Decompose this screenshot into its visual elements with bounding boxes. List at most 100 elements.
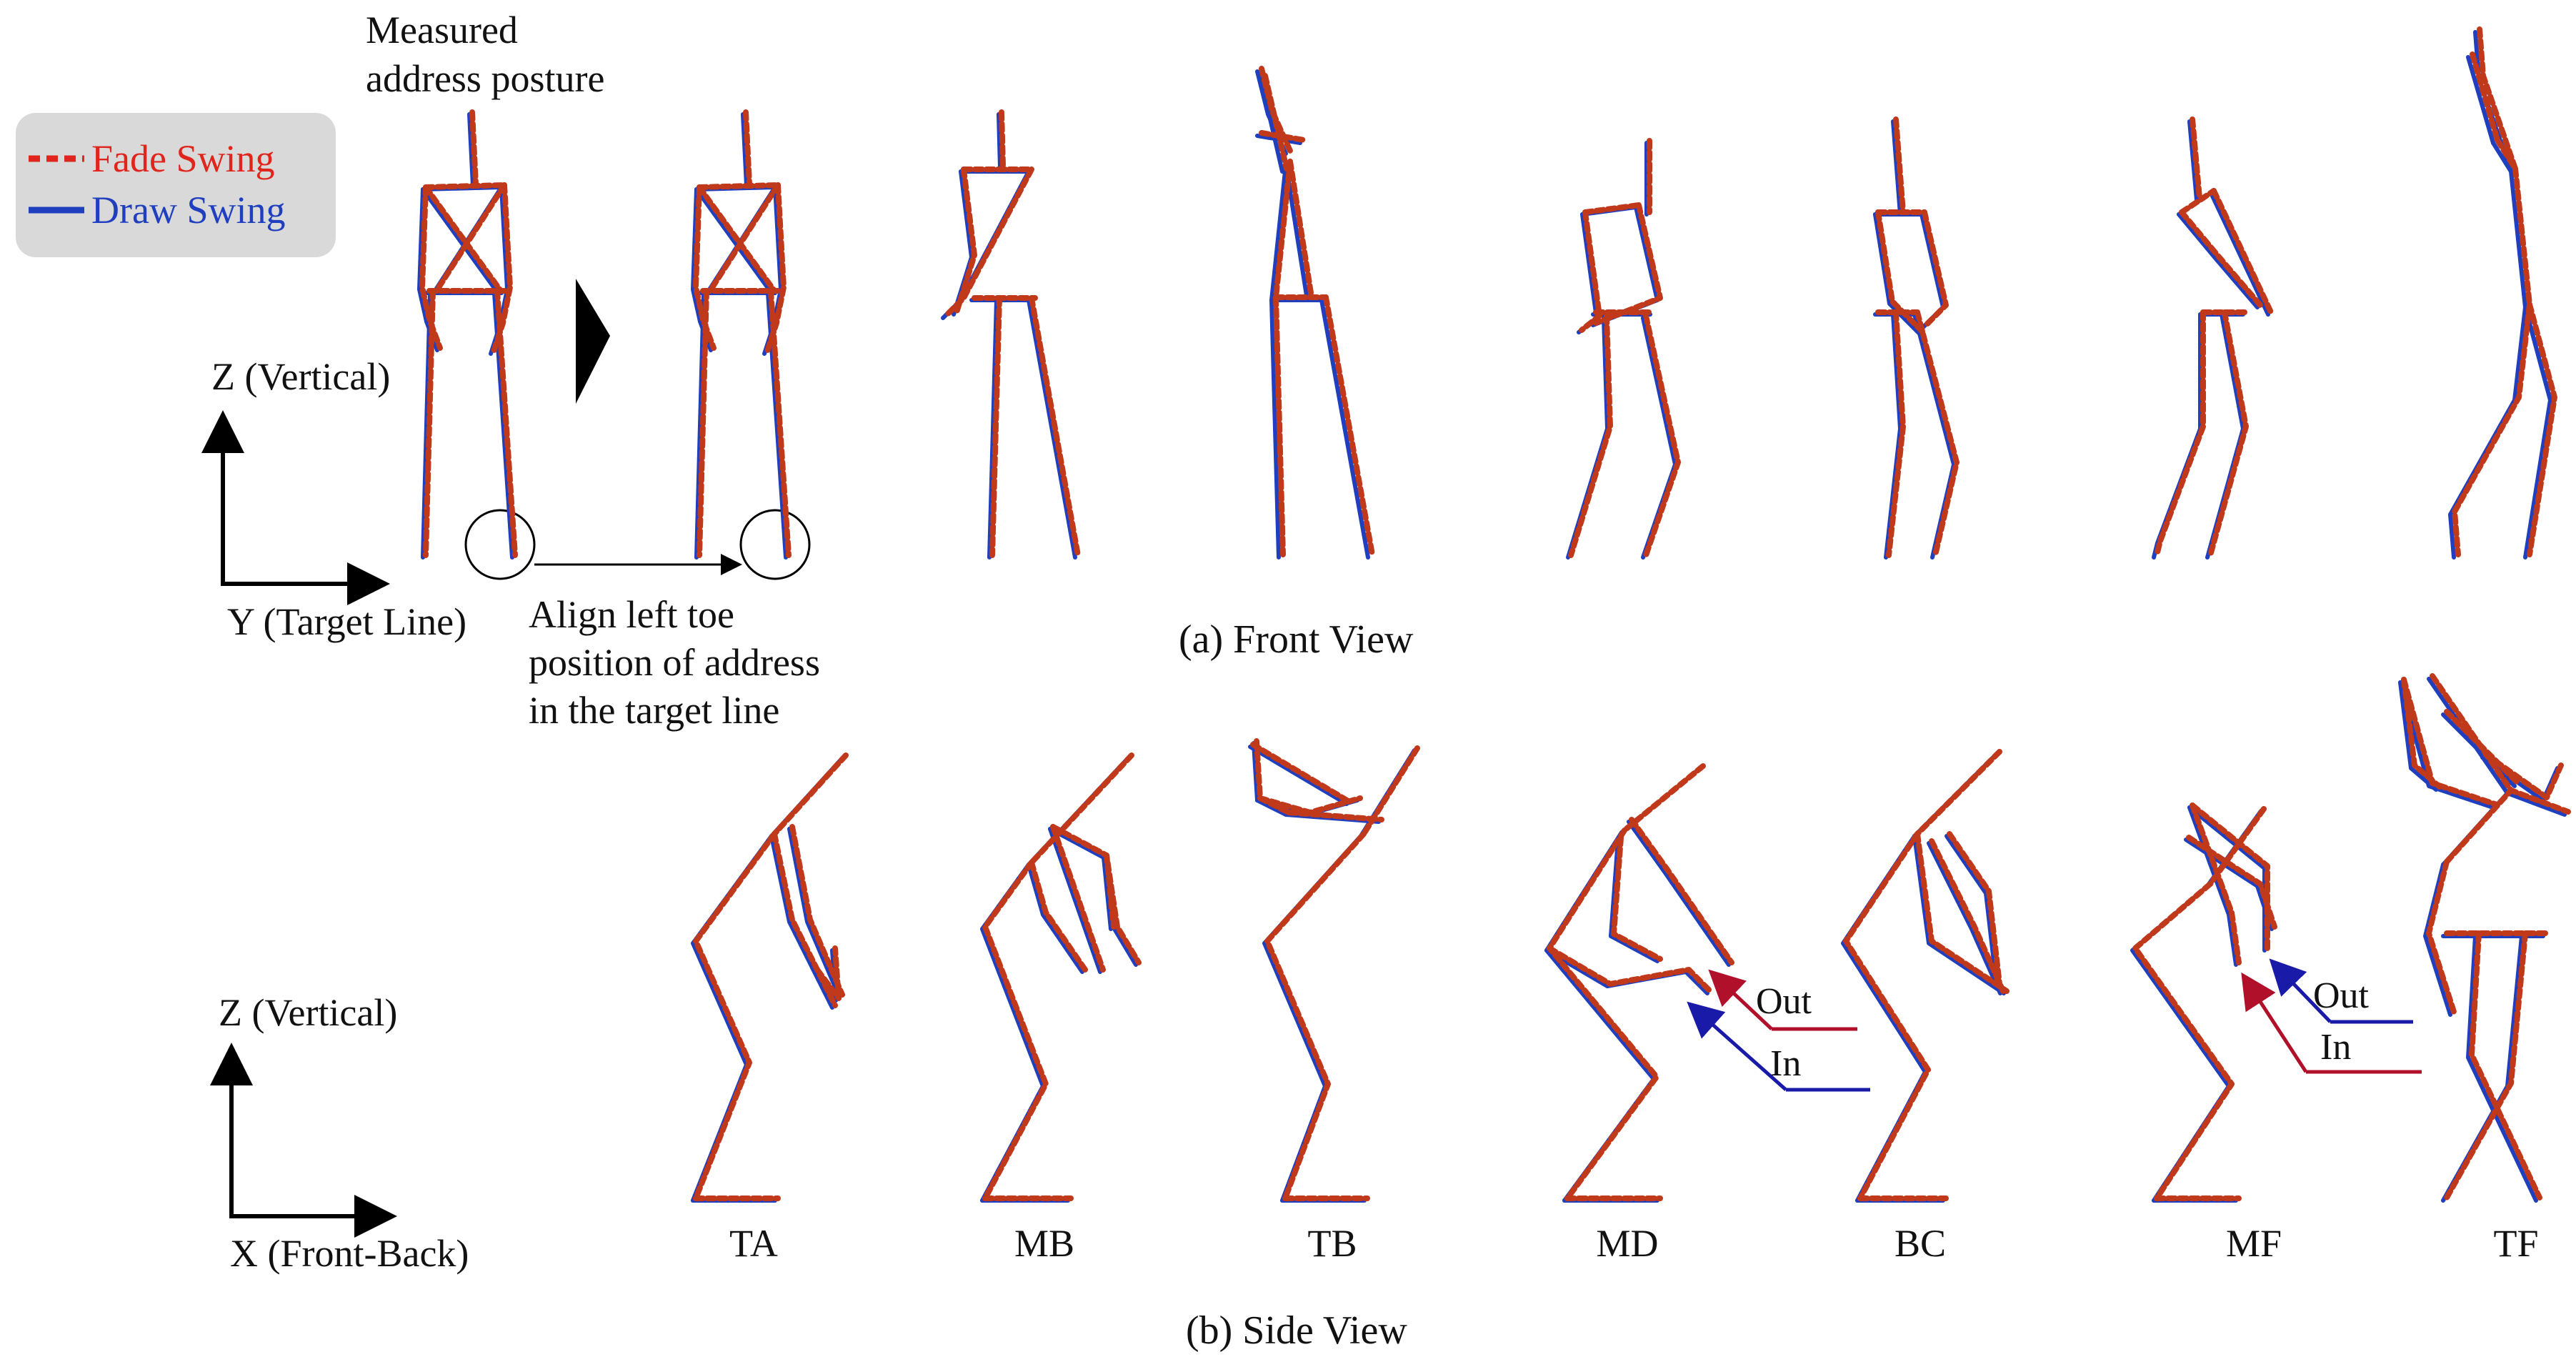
front-figure-md-fade-segment [1593, 202, 1663, 326]
front-figure-mf-fade-segment [2179, 209, 2263, 308]
front-figure-md-fade-segment [1568, 313, 1613, 558]
front-figure-tf-draw-segment [2448, 305, 2527, 560]
front-figure-tb-draw-segment [1319, 298, 1370, 560]
front-figure-aligned-fade-segment [697, 288, 709, 558]
front-figure-tf-fade-segment [2512, 166, 2532, 307]
side-view-caption: (b) Side View [1186, 1308, 1407, 1353]
front-figure-mf-draw-segment [2205, 312, 2245, 560]
side-figure-bc-fade-segment [1947, 831, 2002, 987]
front-figure-tb [1255, 66, 1375, 560]
side-figure-mf-fade-segment [2132, 881, 2235, 1201]
front-figure-md-draw-segment [1591, 205, 1659, 327]
front-figure-tb-fade-segment [1323, 294, 1375, 557]
side-figure-mb-draw-segment [1102, 855, 1113, 931]
side-figure-md-draw-segment [1627, 820, 1731, 967]
md-in-arrow-diag [1687, 1001, 1787, 1091]
front-figure-bc-fade-segment [1922, 209, 1949, 329]
left-toe-circle-aligned [739, 509, 811, 580]
front-figure-tf-draw-segment [2466, 55, 2495, 145]
front-figure-mf-draw-segment [2177, 212, 2260, 309]
front-figure-bc-fade-segment [1893, 116, 1906, 215]
front-figure-measured-fade-segment [423, 182, 507, 190]
side-figure-ta-draw-segment [787, 827, 842, 999]
front-figure-tb-fade-segment [1259, 130, 1307, 143]
front-figure-measured-fade-segment [494, 288, 518, 558]
phase-label-bc: BC [1894, 1222, 1946, 1265]
side-figure-ta-fade-segment [772, 752, 849, 837]
side-figure-mb-fade-segment [982, 860, 1049, 1201]
side-figure-tf-fade-segment [2426, 859, 2457, 1015]
front-figure-aligned-draw-segment [741, 112, 749, 188]
side-figure-tf-draw-segment [2466, 934, 2538, 1203]
front-figure-measured-draw-segment [467, 112, 475, 188]
phase-label-ta: TA [729, 1222, 778, 1265]
front-figure-aligned-draw-segment [694, 187, 774, 295]
side-figure-mf-draw-segment [2130, 884, 2231, 1203]
front-figure-ta-fade-segment [954, 166, 977, 315]
front-figure-tf-fade-segment [2477, 26, 2518, 172]
mf-in-arrow-diag [2241, 972, 2308, 1073]
front-figure-md-draw-segment [1566, 316, 1609, 560]
side-figure-ta-fade-segment [814, 945, 842, 1001]
side-figure-tb-fade-segment [1257, 795, 1363, 815]
front-figure-md-fade-segment [1643, 313, 1681, 558]
side-figure-tb-fade-segment [1361, 745, 1420, 837]
side-figure-tb-fade-segment [1286, 810, 1384, 822]
front-figure-measured-fade-segment [469, 109, 479, 187]
side-figure-tb-fade-segment [1250, 742, 1352, 805]
mf-out-arrow-diag [2269, 958, 2332, 1023]
front-figure-tb-fade-segment [1287, 159, 1314, 300]
side-view-axes: Z (Vertical) X (Front-Back) [210, 991, 469, 1275]
front-figure-mf [2152, 116, 2274, 560]
front-figure-ta-fade-segment [943, 166, 1034, 319]
front-figure-ta-fade-segment [989, 295, 1002, 558]
side-figure-tf-fade-segment [2401, 677, 2500, 807]
side-figure-bc-fade-segment [1843, 831, 1931, 1201]
side-figure-md-draw-segment [1544, 830, 1656, 1203]
phase-label-mb: MB [1014, 1222, 1074, 1265]
front-figure-bc [1873, 116, 1960, 560]
side-figure-md-fade-segment [1547, 945, 1713, 994]
front-figure-mf-draw-segment [2209, 191, 2270, 317]
align-annotation-line1: Align left toe [529, 593, 734, 636]
side-figure-mf-fade-segment [2190, 802, 2242, 965]
front-figure-mf-fade-segment [2190, 116, 2202, 201]
align-annotation-line3: in the target line [529, 689, 779, 732]
side-figure-bc-fade-segment [1914, 831, 2010, 994]
front-figure-measured-fade-segment [423, 288, 436, 558]
legend: Fade Swing Draw Swing [16, 113, 336, 257]
side-figure-ta-fade-segment [789, 824, 845, 998]
front-figure-measured-fade-segment [434, 182, 507, 294]
side-x-axis-label: X (Front-Back) [230, 1232, 469, 1275]
side-figure-md-fade-segment [1622, 763, 1706, 833]
side-figure-bc-fade-segment [1914, 749, 2002, 837]
front-figure-bc-fade-segment [1886, 309, 1906, 558]
side-figure-bc [1841, 749, 2010, 1203]
side-figure-ta-fade-segment [693, 831, 777, 1201]
legend-box [16, 113, 336, 257]
front-figure-aligned-fade-segment [697, 184, 777, 294]
align-annotation-line2: position of address [529, 641, 820, 684]
front-figure-mf-fade-segment [2211, 188, 2274, 315]
side-figure-mb-fade-segment [1050, 824, 1106, 973]
front-figure-tb-fade-segment [1273, 159, 1293, 557]
side-figure-tb [1248, 738, 1420, 1203]
side-figure-mb-draw-segment [1027, 863, 1084, 974]
side-figure-tf-fade-segment [2444, 787, 2514, 865]
front-figure-aligned [691, 109, 792, 560]
side-figure-mb-fade-segment [1029, 860, 1088, 973]
front-y-axis-label: Y (Target Line) [227, 600, 466, 643]
front-figure-tb-fade-segment [1262, 73, 1289, 172]
mf-in-label: In [2320, 1027, 2351, 1068]
front-figure-measured [417, 109, 518, 560]
side-figure-mb-fade-segment [1029, 752, 1134, 865]
front-figure-ta-draw-segment [1027, 298, 1077, 560]
front-figure-tf-fade-segment [2470, 51, 2500, 143]
front-figure-measured-fade-segment [423, 184, 504, 294]
side-figure-md-fade-segment [1547, 827, 1659, 1201]
front-z-axis-label: Z (Vertical) [211, 355, 390, 398]
side-figure-bc-draw-segment [1945, 834, 1999, 988]
front-figure-bc-fade-segment [1914, 309, 1960, 558]
side-figure-tb-draw-segment [1248, 745, 1349, 806]
